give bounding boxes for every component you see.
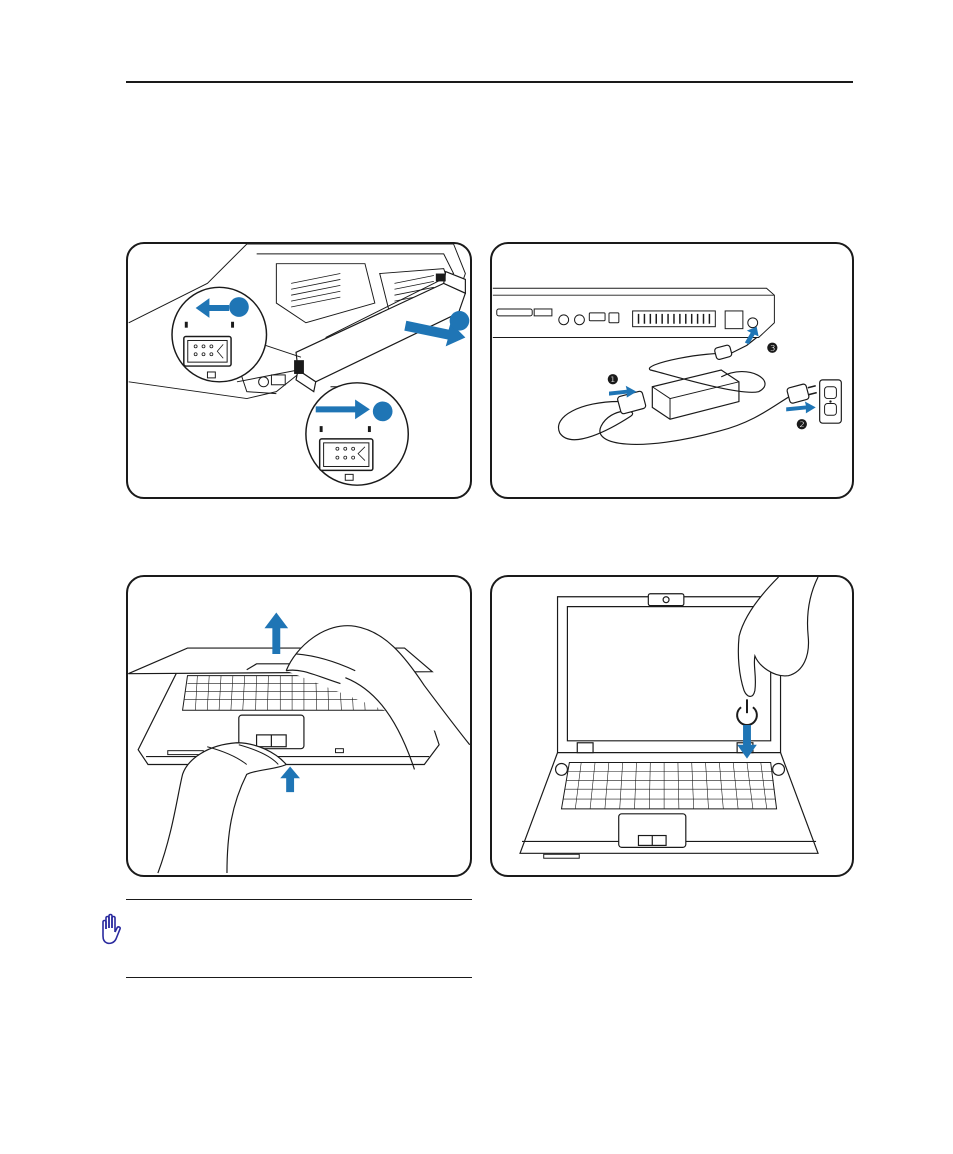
power-on-illustration <box>490 575 854 877</box>
step-marker-lock <box>229 297 249 317</box>
laptop-side <box>493 288 775 337</box>
step-marker-insert <box>450 311 470 331</box>
step-marker-unlock <box>373 402 393 422</box>
lock-zoom-circle <box>172 287 267 382</box>
stop-hand-icon <box>96 912 124 946</box>
battery-install-illustration <box>126 242 472 499</box>
battery-latch <box>294 360 304 374</box>
open-lid-drawing <box>128 577 470 875</box>
ac-adapter-illustration: ❶ ❷ ❸ <box>490 242 854 499</box>
wall-outlet <box>820 380 842 423</box>
header-rule <box>126 81 853 83</box>
battery-latch-right <box>436 274 446 282</box>
unlock-zoom-circle <box>306 383 408 485</box>
laptop-side-vent <box>639 314 710 324</box>
adapter-brick <box>652 370 739 419</box>
keyboard <box>561 763 776 809</box>
step1-marker: ❶ <box>607 372 618 387</box>
step3-marker: ❸ <box>767 340 778 355</box>
power-on-drawing <box>492 577 852 875</box>
dc-plug <box>714 345 732 360</box>
ac-plug <box>786 383 816 403</box>
touchpad <box>619 814 686 848</box>
note-bottom-rule <box>126 977 472 978</box>
ac-adapter-drawing: ❶ ❷ ❸ <box>492 244 852 497</box>
step2-marker: ❷ <box>796 417 807 432</box>
open-lid-illustration <box>126 575 472 877</box>
status-leds <box>544 854 580 858</box>
push-base-arrow <box>280 766 300 792</box>
note-top-rule <box>126 899 472 900</box>
battery-install-drawing <box>128 244 470 497</box>
